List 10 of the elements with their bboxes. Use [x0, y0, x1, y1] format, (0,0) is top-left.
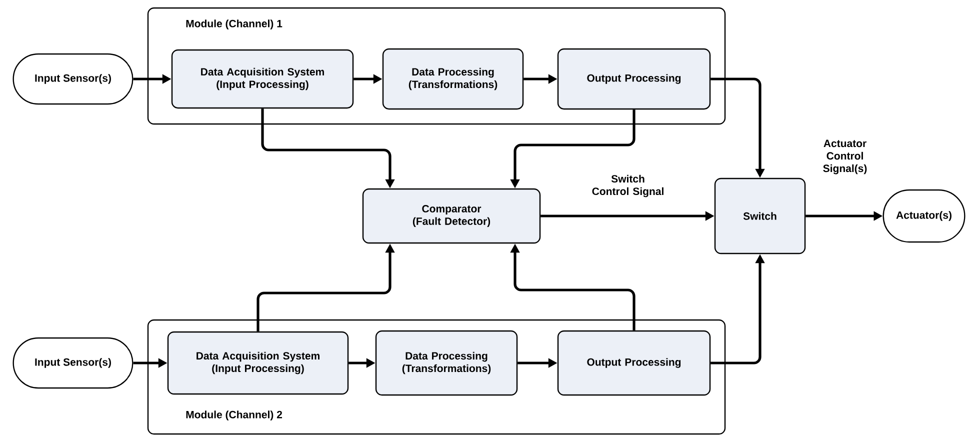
process-box: Data Acquisition System (Input Processing)	[167, 331, 349, 395]
process-box: Comparator (Fault Detector)	[362, 188, 541, 244]
process-box: Output Processing	[557, 48, 711, 110]
process-box: Switch	[714, 178, 806, 254]
edge-label: Actuator Control Signal(s)	[823, 140, 867, 174]
process-box: Data Processing (Transformations)	[375, 330, 518, 396]
process-box: Data Acquisition System (Input Processing)	[171, 49, 354, 109]
edge-label: Switch Control Signal	[592, 174, 664, 198]
process-box: Data Processing (Transformations)	[382, 48, 524, 110]
process-box: Output Processing	[557, 330, 711, 396]
